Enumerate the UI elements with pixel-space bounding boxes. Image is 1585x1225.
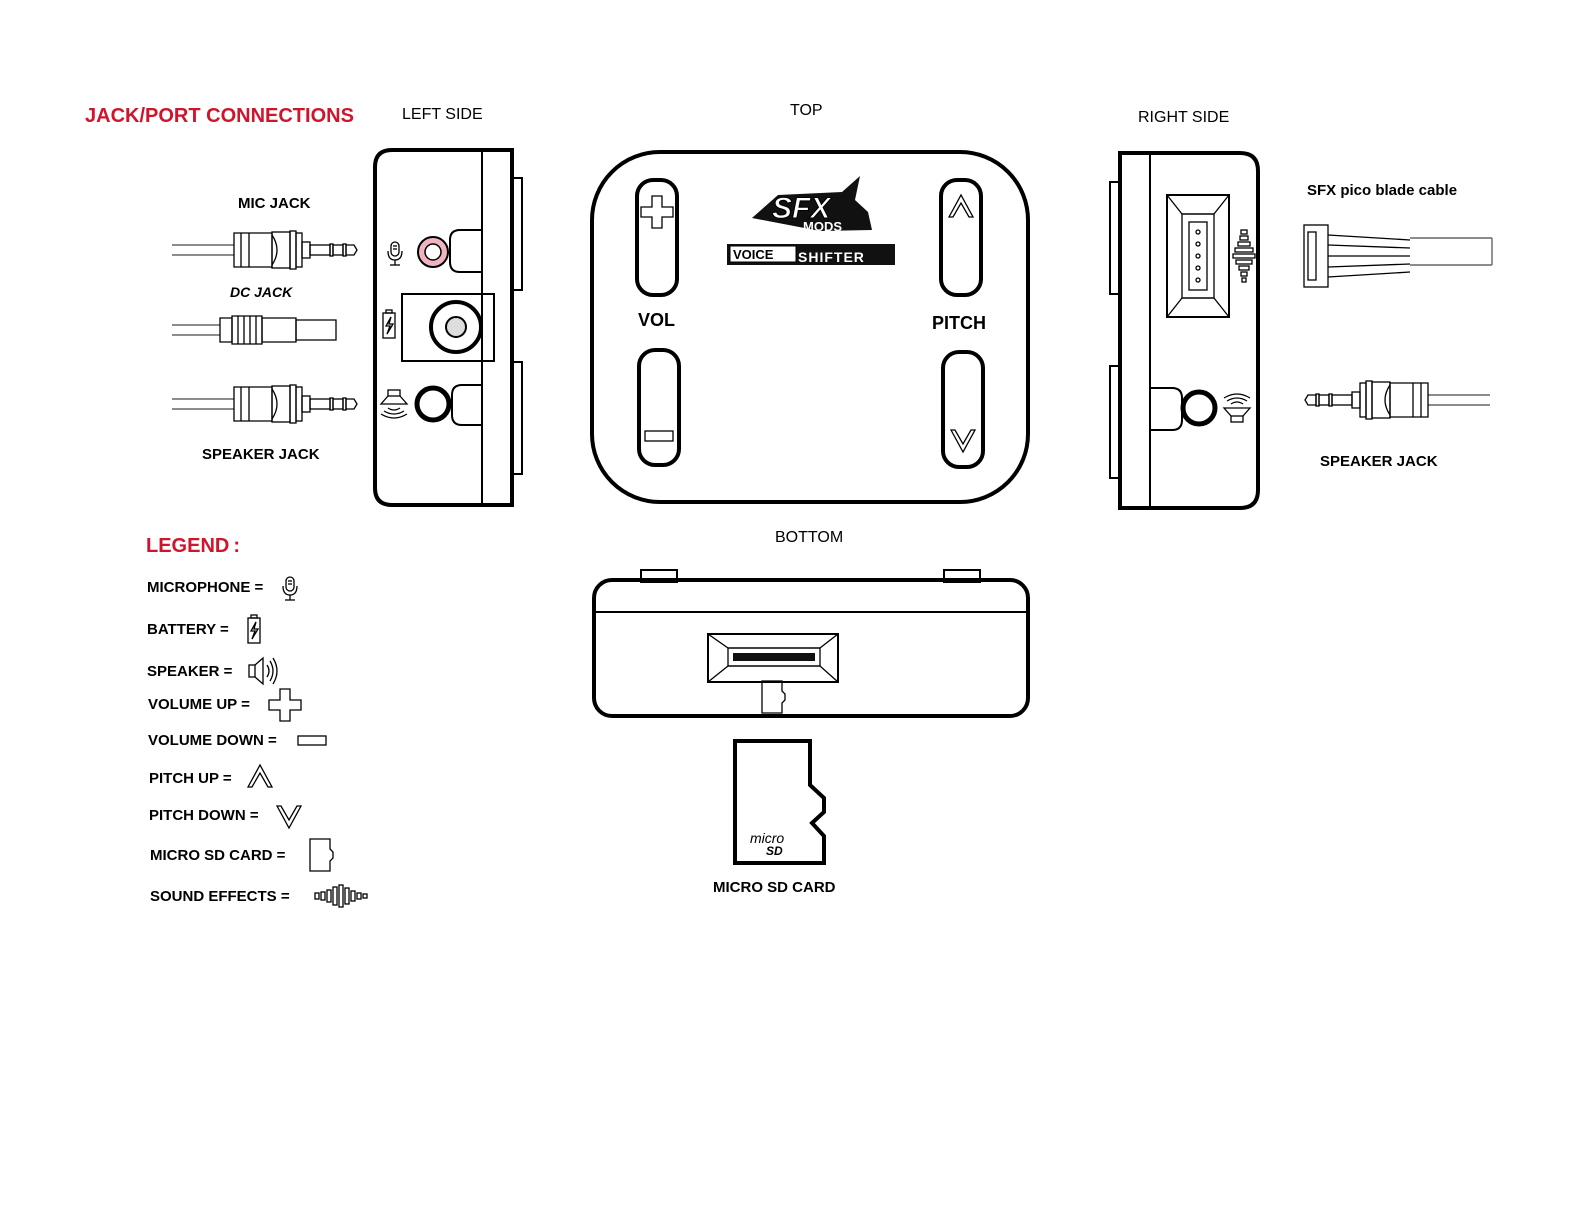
legend-label-micro-sd: MICRO SD CARD =	[150, 847, 286, 864]
legend-label-sound-effects: SOUND EFFECTS =	[150, 888, 290, 905]
volume-down-button[interactable]	[639, 350, 679, 465]
logo-right: SHIFTER	[798, 249, 865, 265]
left-side-device	[375, 150, 522, 505]
sound-effects-icon	[315, 885, 367, 907]
view-label-right: RIGHT SIDE	[1138, 109, 1229, 126]
speaker-jack-label-left: SPEAKER JACK	[202, 446, 320, 463]
cable-port	[1167, 195, 1229, 317]
battery-icon	[383, 310, 395, 338]
sd-card-icon	[762, 681, 785, 713]
speaker-icon	[249, 658, 277, 684]
sd-logo-2: SD	[766, 844, 783, 858]
speaker-icon	[1224, 394, 1250, 422]
micro-sd-card: micro SD	[735, 741, 824, 863]
top-device: VOL PITCH SFX MODS VOICE SHIFTER	[592, 152, 1028, 502]
legend-label-microphone: MICROPHONE =	[147, 579, 264, 596]
minus-icon	[298, 736, 326, 745]
pico-blade-cable	[1304, 225, 1492, 287]
volume-up-button[interactable]	[637, 180, 677, 295]
speaker-port-right	[1183, 392, 1215, 424]
dc-jack-plug	[172, 316, 336, 344]
legend-label-pitch-down: PITCH DOWN =	[149, 807, 259, 824]
legend-title: LEGEND:	[146, 535, 240, 557]
microphone-icon	[283, 577, 297, 600]
pitch-up-button[interactable]	[941, 180, 981, 295]
sound-effects-icon	[1233, 230, 1255, 282]
view-label-left: LEFT SIDE	[402, 106, 483, 123]
pitch-label: PITCH	[932, 313, 986, 333]
pitch-down-icon	[951, 430, 975, 452]
speaker-port	[417, 388, 449, 420]
bottom-device	[594, 570, 1028, 716]
battery-icon	[248, 615, 260, 643]
legend-label-battery: BATTERY =	[147, 621, 229, 638]
logo-left: VOICE	[733, 247, 774, 262]
legend-label-volume-down: VOLUME DOWN =	[148, 732, 277, 749]
plus-icon	[269, 689, 301, 721]
speaker-jack-plug-left	[172, 385, 357, 423]
section-title: JACK/PORT CONNECTIONS	[85, 105, 354, 127]
minus-icon	[645, 431, 673, 441]
speaker-icon	[381, 390, 407, 418]
dc-jack-label: DC JACK	[230, 284, 293, 300]
pitch-up-icon	[949, 195, 973, 217]
legend-label-speaker: SPEAKER =	[147, 663, 233, 680]
pitch-up-icon	[248, 765, 272, 787]
vol-label: VOL	[638, 310, 675, 330]
right-side-device	[1110, 153, 1258, 508]
mic-jack-label: MIC JACK	[238, 195, 311, 212]
view-label-top: TOP	[790, 102, 823, 119]
pico-blade-cable-label: SFX pico blade cable	[1307, 182, 1457, 199]
pitch-down-button[interactable]	[943, 352, 983, 467]
micro-sd-card-label: MICRO SD CARD	[713, 879, 836, 896]
logo-sub: MODS	[803, 219, 842, 234]
legend-label-pitch-up: PITCH UP =	[149, 770, 232, 787]
speaker-jack-label-right: SPEAKER JACK	[1320, 453, 1438, 470]
plus-icon	[641, 196, 673, 228]
view-label-bottom: BOTTOM	[775, 529, 843, 546]
mic-jack-plug	[172, 231, 357, 269]
pitch-down-icon	[277, 806, 301, 828]
sfx-mods-logo: SFX MODS VOICE SHIFTER	[727, 176, 895, 265]
microphone-icon	[388, 242, 402, 265]
legend-label-volume-up: VOLUME UP =	[148, 696, 250, 713]
speaker-jack-plug-right	[1305, 381, 1490, 419]
sd-card-icon	[310, 839, 333, 871]
